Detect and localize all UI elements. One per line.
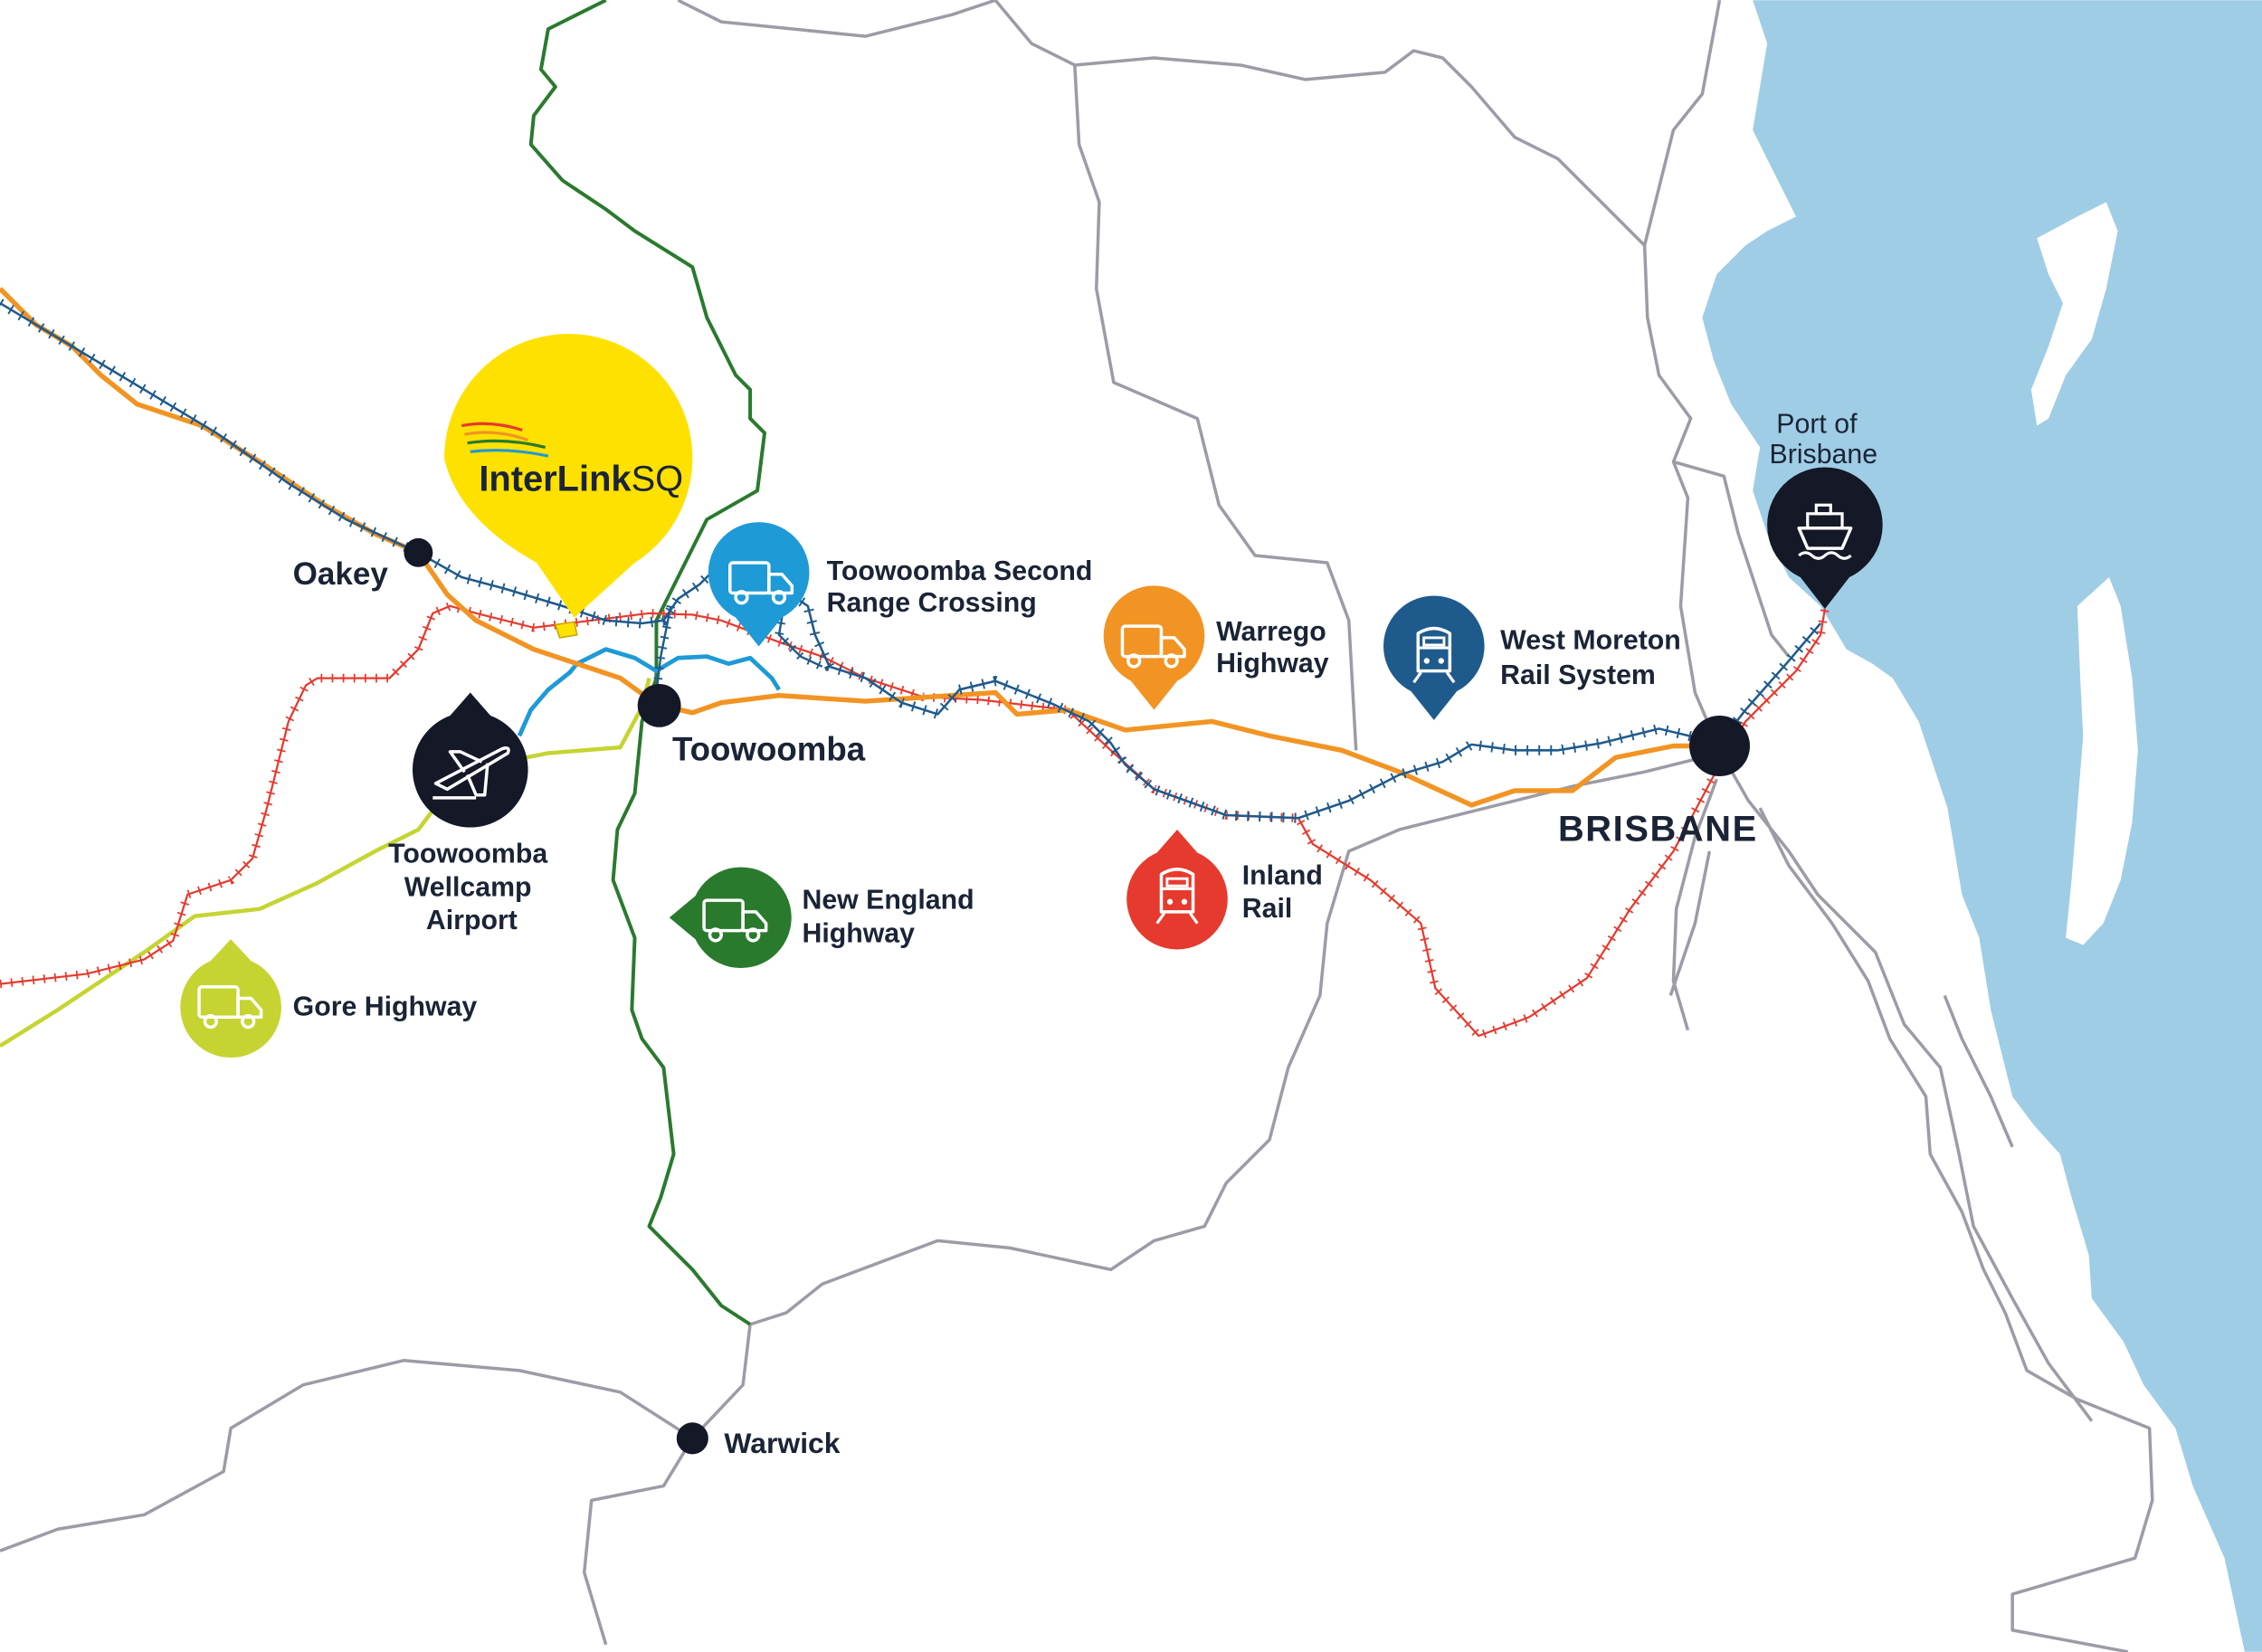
pin-new-england-highway-label: New England Highway: [802, 886, 982, 949]
pin-second-range-crossing-line2: Range Crossing: [827, 588, 1037, 618]
island-south: [2066, 576, 2138, 945]
warwick-node[interactable]: [676, 1422, 708, 1455]
interlink-logo-text: InterLinkSQ: [479, 459, 683, 498]
gore-highway-route: [0, 678, 651, 1049]
pin-warrego-highway-line1: Warrego: [1216, 617, 1326, 647]
toowoomba-label: Toowoomba: [672, 730, 866, 767]
pin-gore-highway[interactable]: [180, 939, 281, 1059]
pin-west-moreton-rail[interactable]: [1383, 595, 1485, 720]
interlink-logo-light: SQ: [632, 459, 684, 498]
pin-second-range-crossing[interactable]: [708, 522, 810, 647]
inland-rail-route: [0, 601, 1830, 1041]
oakey-node[interactable]: [404, 537, 433, 567]
pin-wellcamp-airport-label: Toowoomba Wellcamp Airport: [388, 840, 555, 935]
pin-west-moreton-rail-line1: West Moreton: [1500, 626, 1681, 656]
interlink-logo-bold: InterLink: [479, 459, 632, 498]
pin-wellcamp-airport-line3: Airport: [426, 906, 518, 935]
pin-port-of-brisbane-line1: Port of: [1776, 410, 1858, 440]
pin-west-moreton-rail-label: West Moreton Rail System: [1500, 626, 1688, 690]
interlink-swoosh-icon: [461, 422, 549, 458]
sea-area: [1702, 0, 2262, 1652]
pin-port-of-brisbane-line2: Brisbane: [1770, 440, 1878, 470]
interlink-site-marker: [554, 621, 578, 639]
toowoomba-node[interactable]: [637, 683, 681, 727]
new-england-highway-route: [528, 0, 767, 1326]
pin-warrego-highway-label: Warrego Highway: [1216, 617, 1334, 679]
pin-inland-rail[interactable]: [1126, 829, 1228, 950]
oakey-label: Oakey: [293, 556, 389, 592]
pin-wellcamp-airport-line2: Wellcamp: [404, 872, 532, 902]
island-north: [2030, 202, 2118, 426]
pin-new-england-highway-line2: Highway: [802, 918, 915, 948]
pin-second-range-crossing-line1: Toowoomba Second: [827, 556, 1093, 586]
pin-inland-rail-line1: Inland: [1242, 861, 1323, 891]
pin-warrego-highway[interactable]: [1103, 585, 1205, 710]
brisbane-label: BRISBANE: [1558, 810, 1758, 850]
pin-warrego-highway-line2: Highway: [1216, 649, 1329, 679]
interlink-logo-pin[interactable]: InterLinkSQ: [444, 334, 693, 618]
pin-wellcamp-airport-line1: Toowoomba: [388, 840, 548, 869]
pin-west-moreton-rail-line2: Rail System: [1500, 660, 1656, 690]
second-range-crossing-route: [517, 647, 781, 737]
pin-new-england-highway[interactable]: [669, 867, 792, 969]
pin-second-range-crossing-label: Toowoomba Second Range Crossing: [827, 556, 1100, 618]
brisbane-node[interactable]: [1689, 716, 1750, 776]
pin-inland-rail-label: Inland Rail: [1242, 861, 1331, 925]
pin-gore-highway-label: Gore Highway: [293, 992, 478, 1022]
pin-wellcamp-airport[interactable]: [412, 692, 528, 828]
pin-new-england-highway-line1: New England: [802, 886, 974, 916]
pin-inland-rail-line2: Rail: [1242, 894, 1293, 924]
warwick-label: Warwick: [724, 1427, 840, 1459]
pin-port-of-brisbane-label: Port of Brisbane: [1770, 410, 1878, 470]
warrego-highway-route: [0, 287, 1720, 808]
pin-port-of-brisbane[interactable]: [1767, 467, 1883, 610]
region-boundaries: [0, 0, 2154, 1652]
